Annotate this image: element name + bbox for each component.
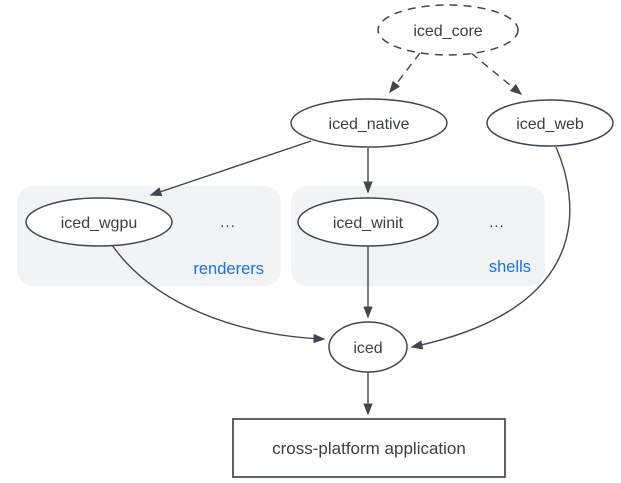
node-application — [232, 418, 506, 478]
edge-iced-core-to-iced-native — [389, 52, 421, 94]
node-iced-native-label: iced_native — [329, 116, 410, 133]
node-iced-core-label: iced_core — [413, 23, 482, 40]
node-iced-winit — [297, 197, 439, 247]
shells-ellipsis: ... — [489, 214, 505, 231]
edge-iced-core-to-iced-web — [470, 52, 523, 95]
node-iced-winit-label: iced_winit — [333, 215, 404, 232]
renderers-group-label: renderers — [193, 260, 264, 278]
node-iced-web-label: iced_web — [516, 116, 584, 133]
node-iced-native — [290, 98, 448, 148]
node-iced-core — [377, 4, 519, 56]
node-application-label: cross-platform application — [272, 439, 466, 458]
edge-iced-native-to-iced-wgpu — [149, 140, 312, 197]
shells-group-label: shells — [489, 258, 531, 276]
node-iced-wgpu — [25, 197, 173, 247]
renderers-ellipsis: ... — [220, 214, 236, 231]
node-iced — [328, 321, 408, 373]
node-iced-wgpu-label: iced_wgpu — [61, 215, 138, 232]
edge-iced-web-to-iced — [410, 146, 571, 350]
node-iced-label: iced — [353, 340, 382, 357]
node-iced-web — [486, 99, 614, 147]
edge-iced-wgpu-to-iced — [111, 244, 326, 344]
